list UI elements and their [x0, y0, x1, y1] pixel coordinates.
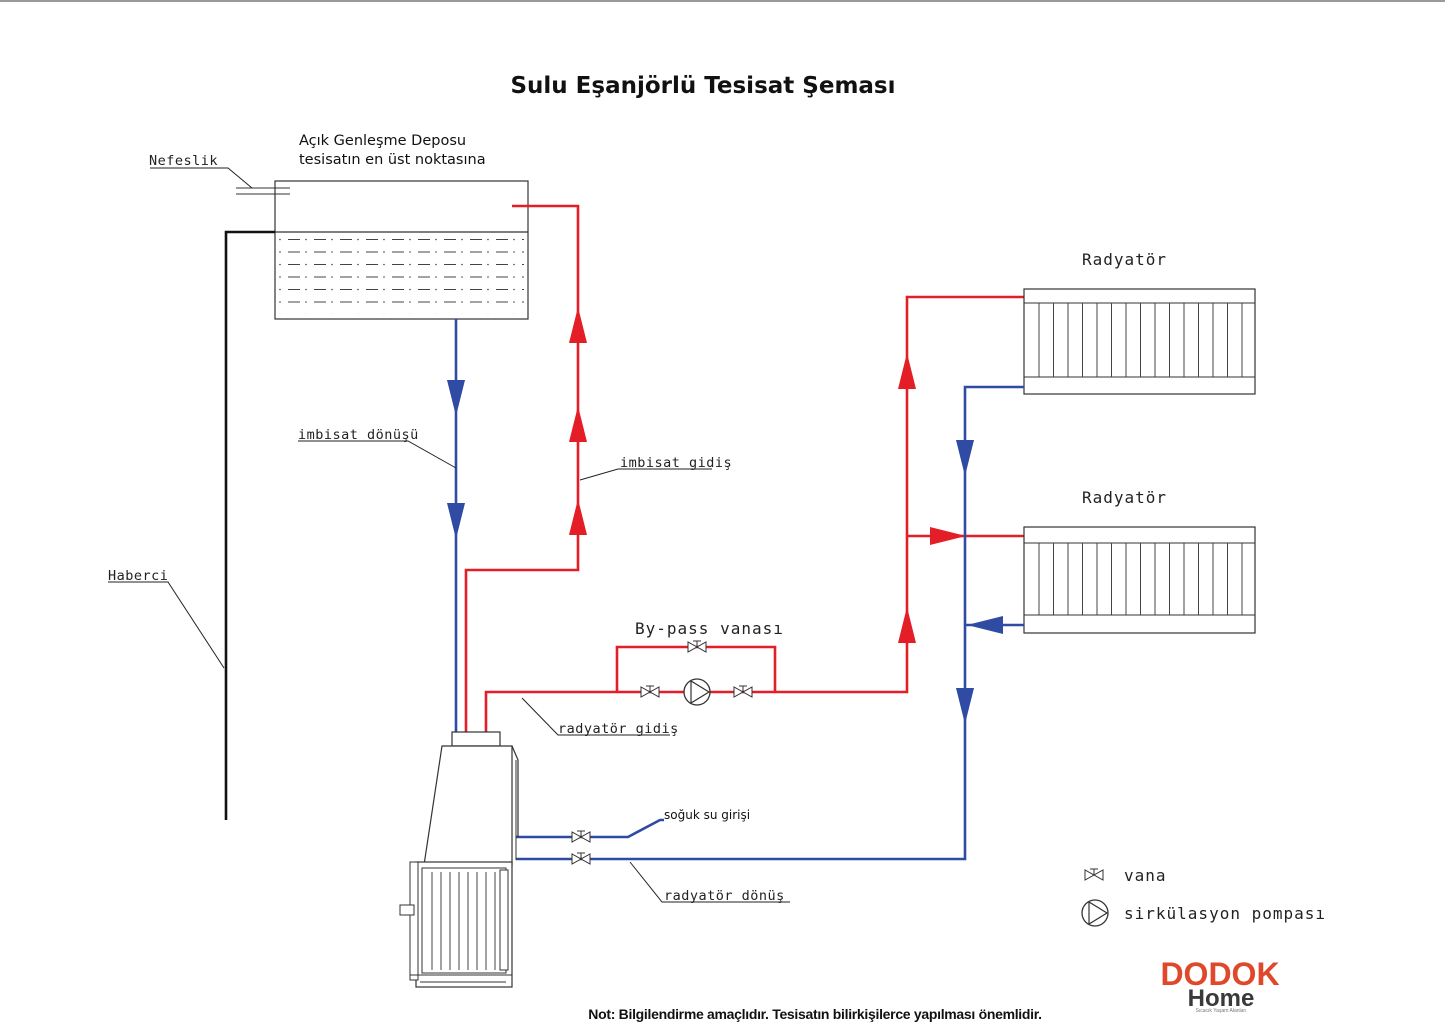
radiator-supply-pipe [484, 295, 1024, 742]
brand-sub: Home [1188, 985, 1255, 1012]
cold-water-label: soğuk su girişi [664, 808, 750, 822]
top-border [0, 0, 1445, 2]
valve-icon [571, 830, 591, 843]
expansion-supply-label: imbisat gidiş [620, 455, 732, 471]
fireplace-unit [399, 731, 519, 988]
radiator-return-pipe [516, 385, 1024, 903]
flow-arrow-icon [956, 688, 974, 724]
brand-tagline: Sıcacık Yaşam Alanları [1196, 1008, 1247, 1014]
valve-icon [571, 852, 591, 865]
legend-valve-label: vana [1124, 866, 1167, 885]
expansion-tank [274, 180, 529, 320]
vent-label: Nefeslik [149, 153, 218, 169]
valve-icon [640, 685, 660, 698]
tank-label-line1: Açık Genleşme Deposu [299, 133, 466, 149]
radiator-bottom-label: Radyatör [1082, 488, 1167, 507]
flow-arrow-icon [930, 527, 966, 545]
legend: vana sirkülasyon pompası [1081, 866, 1326, 927]
radiator-top-label: Radyatör [1082, 250, 1167, 269]
expansion-return-label: imbisat dönüşü [298, 427, 419, 443]
flow-arrow-icon [447, 503, 465, 539]
brand-name: DODOK [1160, 956, 1279, 992]
flow-arrow-icon [967, 616, 1003, 634]
valve-icon [1084, 868, 1104, 881]
flow-arrow-icon [898, 353, 916, 389]
valve-icon [733, 685, 753, 698]
bypass-label: By-pass vanası [635, 619, 784, 638]
radiator-return-label: radyatör dönüş [664, 888, 785, 904]
flow-arrow-icon [898, 607, 916, 643]
pump-icon [683, 678, 711, 706]
signal-pipe-label: Haberci [108, 568, 168, 584]
flow-arrow-icon [569, 406, 587, 442]
flow-arrow-icon [569, 307, 587, 343]
radiator-supply-label: radyatör gidiş [558, 721, 679, 737]
expansion-return-pipe [298, 319, 465, 742]
footer-note: Not: Bilgilendirme amaçlıdır. Tesisatın … [588, 1006, 1041, 1022]
pump-icon [1081, 899, 1109, 927]
radiator-bottom [1023, 526, 1256, 634]
expansion-supply-pipe [464, 204, 712, 742]
tank-label-line2: tesisatın en üst noktasına [299, 152, 486, 168]
flow-arrow-icon [447, 380, 465, 416]
brand-logo: DODOK Home Sıcacık Yaşam Alanları [1160, 956, 1279, 1014]
vent-pipe [150, 167, 290, 195]
valve-icon [687, 640, 707, 653]
legend-pump-label: sirkülasyon pompası [1124, 904, 1326, 923]
flow-arrow-icon [956, 440, 974, 476]
page-title: Sulu Eşanjörlü Tesisat Şeması [510, 73, 895, 99]
radiator-top [1023, 288, 1256, 395]
signal-pipe [108, 230, 275, 820]
flow-arrow-icon [569, 499, 587, 535]
